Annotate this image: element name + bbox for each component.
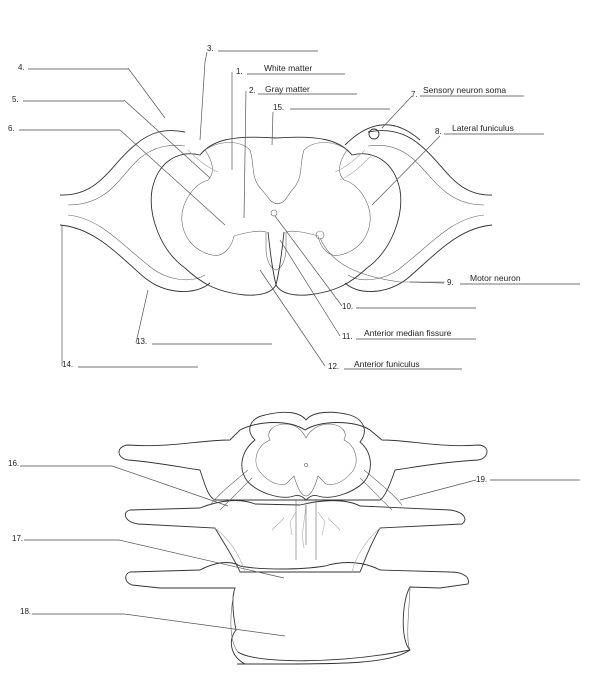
label-5: 5. <box>12 95 124 104</box>
label-9-number: 9. <box>447 278 454 287</box>
label-8-text: Lateral funiculus <box>452 123 514 133</box>
bottom-leader-lines <box>111 465 477 637</box>
label-7-text: Sensory neuron soma <box>423 85 506 95</box>
label-1-number: 1. <box>236 67 243 76</box>
label-2-number: 2. <box>249 86 256 95</box>
label-13: 13. <box>136 337 272 346</box>
label-12: 12. Anterior funiculus <box>328 359 462 371</box>
label-10-number: 10. <box>342 302 353 311</box>
label-18-number: 18. <box>20 607 31 616</box>
label-11-text: Anterior median fissure <box>364 328 452 338</box>
label-6: 6. <box>8 124 120 133</box>
label-4: 4. <box>18 63 128 72</box>
label-16-number: 16. <box>8 459 19 468</box>
label-1-text: White matter <box>264 63 312 73</box>
label-7-number: 7. <box>411 90 418 99</box>
label-8-number: 8. <box>435 127 442 136</box>
label-17-number: 17. <box>12 534 23 543</box>
label-11-number: 11. <box>342 332 353 341</box>
label-14-number: 14. <box>62 360 73 369</box>
top-leader-lines <box>61 51 445 367</box>
label-17: 17. <box>12 534 119 543</box>
label-15: 15. <box>273 103 390 112</box>
label-13-number: 13. <box>136 337 147 346</box>
label-11: 11. Anterior median fissure <box>342 328 476 341</box>
label-2: 2. Gray matter <box>249 84 357 95</box>
meninges-figure <box>118 411 488 665</box>
label-16: 16. <box>8 459 112 468</box>
label-19: 19. <box>476 475 580 484</box>
label-12-text: Anterior funiculus <box>354 359 420 369</box>
label-7: 7. Sensory neuron soma <box>411 85 524 99</box>
label-19-number: 19. <box>476 475 487 484</box>
label-14: 14. <box>62 360 198 369</box>
label-10: 10. <box>342 302 476 311</box>
label-12-number: 12. <box>328 362 339 371</box>
label-9: 9. Motor neuron <box>447 273 580 287</box>
label-2-text: Gray matter <box>265 84 310 94</box>
label-1: 1. White matter <box>236 63 345 76</box>
label-15-number: 15. <box>273 103 284 112</box>
label-9-text: Motor neuron <box>470 273 521 283</box>
label-18: 18. <box>20 607 124 616</box>
label-8: 8. Lateral funiculus <box>435 123 544 136</box>
cross-section-figure <box>59 124 493 296</box>
label-3: 3. <box>207 44 318 53</box>
label-5-number: 5. <box>12 95 19 104</box>
label-6-number: 6. <box>8 124 15 133</box>
label-3-number: 3. <box>207 44 214 53</box>
label-4-number: 4. <box>18 63 25 72</box>
